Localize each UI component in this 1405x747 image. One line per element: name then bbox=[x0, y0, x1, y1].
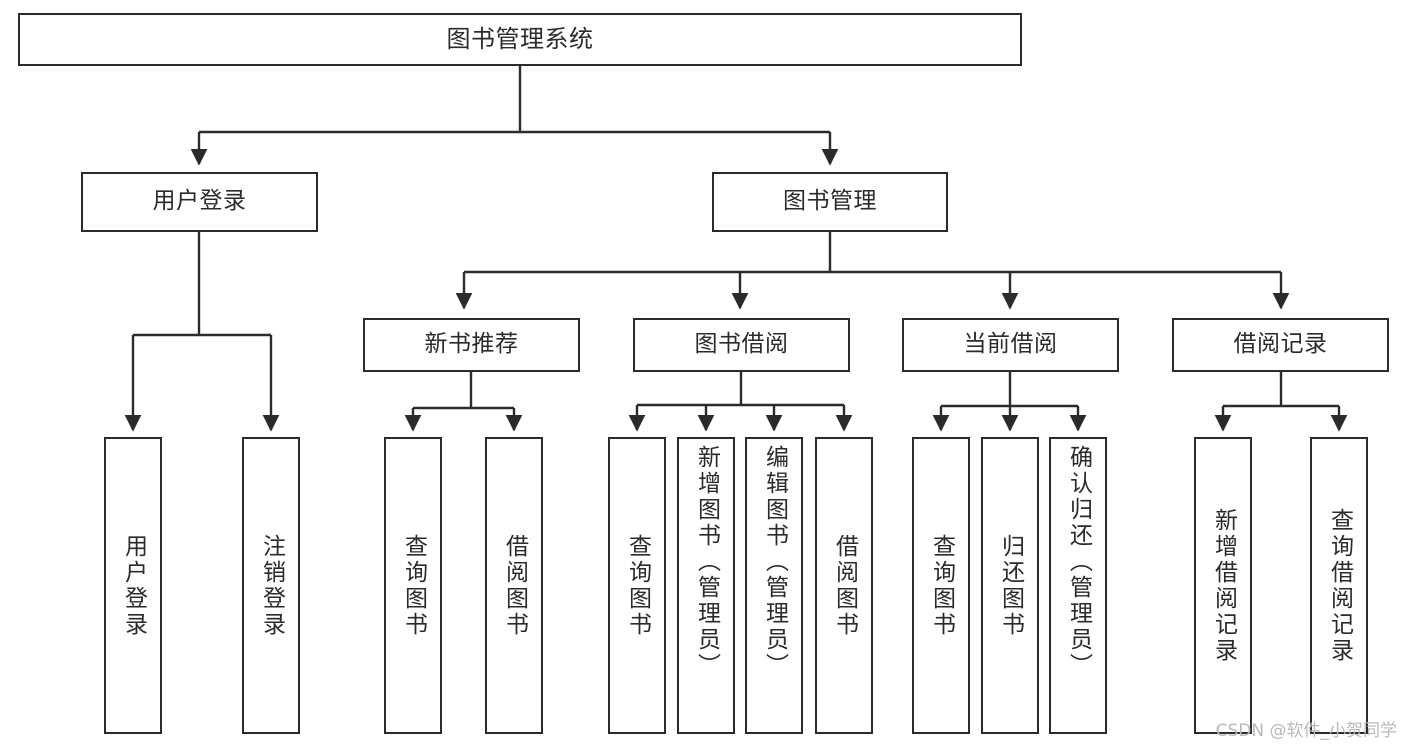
node-leaf-query-book-3[interactable]: 查询图书 bbox=[912, 437, 970, 734]
node-label: 查询借阅记录 bbox=[1326, 507, 1353, 664]
node-label: 查询图书 bbox=[928, 533, 955, 638]
node-label: 注销登录 bbox=[258, 533, 285, 638]
node-label: 用户登录 bbox=[152, 188, 247, 215]
node-leaf-user-login[interactable]: 用户登录 bbox=[104, 437, 162, 734]
node-book-management[interactable]: 图书管理 bbox=[712, 172, 948, 232]
csdn-watermark: CSDN @软件_小贺同学 bbox=[1215, 721, 1397, 741]
node-label: 用户登录 bbox=[120, 533, 147, 638]
node-label: 图书管理系统 bbox=[446, 25, 594, 54]
node-label: 借阅图书 bbox=[831, 533, 858, 638]
node-label: 借阅图书 bbox=[501, 533, 528, 638]
node-borrow-record[interactable]: 借阅记录 bbox=[1172, 318, 1389, 372]
node-leaf-query-record[interactable]: 查询借阅记录 bbox=[1310, 437, 1368, 734]
node-label: 图书管理 bbox=[783, 188, 877, 215]
node-user-login[interactable]: 用户登录 bbox=[81, 172, 318, 232]
node-new-book-recommend[interactable]: 新书推荐 bbox=[363, 318, 580, 372]
node-label: 确认归还（管理员） bbox=[1065, 445, 1092, 679]
node-leaf-query-book-2[interactable]: 查询图书 bbox=[608, 437, 666, 734]
node-label: 借阅记录 bbox=[1233, 331, 1328, 358]
node-book-borrow[interactable]: 图书借阅 bbox=[633, 318, 850, 372]
node-label: 图书借阅 bbox=[694, 331, 789, 358]
node-leaf-add-book[interactable]: 新增图书（管理员） bbox=[677, 437, 735, 734]
node-label: 当前借阅 bbox=[963, 331, 1058, 358]
node-root-system[interactable]: 图书管理系统 bbox=[18, 13, 1022, 66]
node-leaf-logout-login[interactable]: 注销登录 bbox=[242, 437, 300, 734]
node-leaf-borrow-book-2[interactable]: 借阅图书 bbox=[815, 437, 873, 734]
node-label: 新增图书（管理员） bbox=[693, 445, 720, 679]
node-label: 新增借阅记录 bbox=[1210, 507, 1237, 664]
node-current-borrow[interactable]: 当前借阅 bbox=[902, 318, 1119, 372]
node-label: 查询图书 bbox=[624, 533, 651, 638]
node-leaf-edit-book[interactable]: 编辑图书（管理员） bbox=[745, 437, 803, 734]
node-label: 新书推荐 bbox=[424, 331, 519, 358]
node-leaf-borrow-book-1[interactable]: 借阅图书 bbox=[485, 437, 543, 734]
node-leaf-query-book-1[interactable]: 查询图书 bbox=[384, 437, 442, 734]
node-leaf-return-book[interactable]: 归还图书 bbox=[981, 437, 1039, 734]
node-leaf-add-record[interactable]: 新增借阅记录 bbox=[1194, 437, 1252, 734]
node-label: 编辑图书（管理员） bbox=[761, 445, 788, 679]
node-label: 归还图书 bbox=[997, 533, 1024, 638]
node-leaf-confirm-return[interactable]: 确认归还（管理员） bbox=[1049, 437, 1107, 734]
node-label: 查询图书 bbox=[400, 533, 427, 638]
